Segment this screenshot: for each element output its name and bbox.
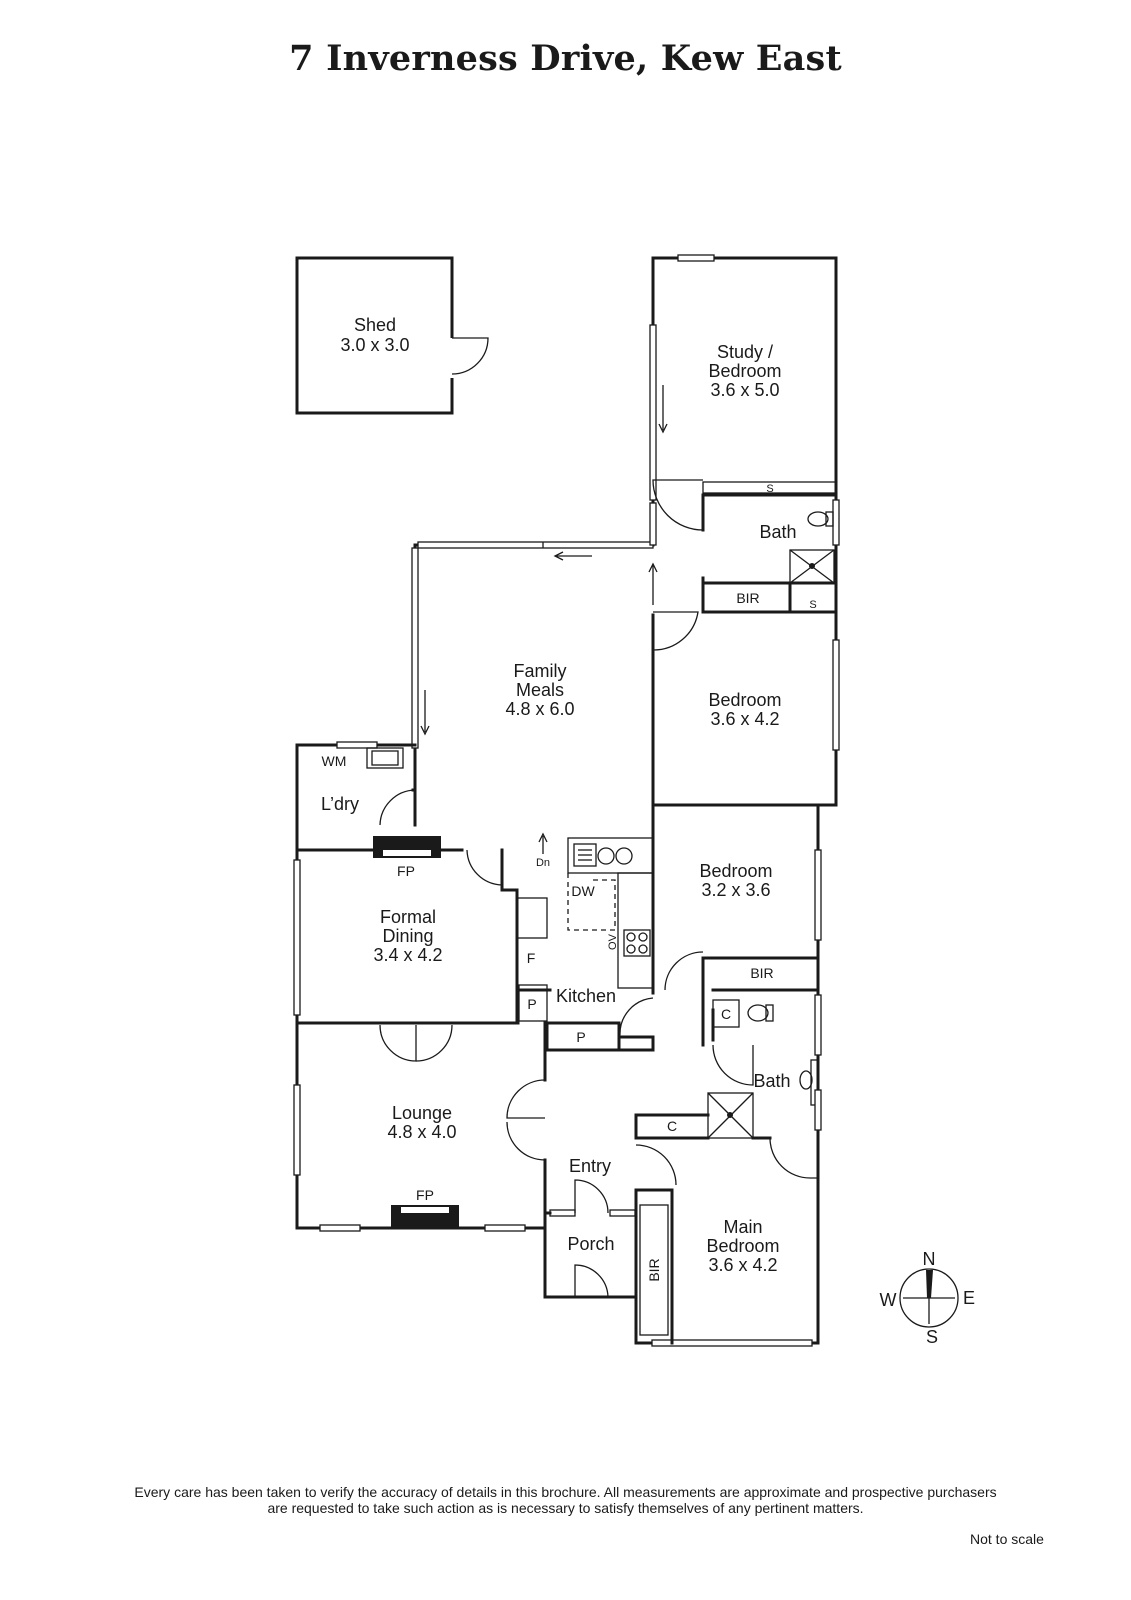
entry-label: Entry (569, 1156, 611, 1176)
shed (295, 256, 489, 415)
family-meals-walls (411, 502, 658, 754)
pantry-label: P (527, 996, 536, 1012)
family-size: 4.8 x 6.0 (505, 699, 574, 719)
entry-porch-walls: Entry Porch (543, 1144, 677, 1299)
closet-label: C (721, 1006, 731, 1022)
study-label-1: Study / (717, 342, 773, 362)
disclaimer-line-2: are requested to take such action as is … (267, 1500, 864, 1516)
lounge-label: Lounge (392, 1103, 452, 1123)
dining-label-1: Formal (380, 907, 436, 927)
kitchen-label: Kitchen (556, 986, 616, 1006)
study-size: 3.6 x 5.0 (710, 380, 779, 400)
family-label-2: Meals (516, 680, 564, 700)
bath-upper-label: Bath (759, 522, 796, 542)
upper-bath-area: S BIR S Bath (652, 479, 838, 651)
fp-lounge-label: FP (416, 1187, 434, 1203)
shelf-s2-label: S (809, 599, 816, 611)
laundry-walls: WM L’dry (295, 741, 417, 852)
fridge-label: F (527, 950, 536, 966)
bedroom-upper-label: Bedroom (708, 690, 781, 710)
bir-main-label: BIR (646, 1258, 662, 1281)
disclaimer: Every care has been taken to verify the … (0, 1484, 1131, 1516)
compass-s: S (926, 1327, 938, 1347)
lounge-walls: FP (293, 1021, 547, 1232)
compass-w: W (880, 1290, 897, 1310)
scale-note: Not to scale (970, 1531, 1044, 1547)
bedroom-mid-size: 3.2 x 3.6 (701, 880, 770, 900)
dn-label: Dn (536, 857, 550, 869)
kitchen-walls: DW OV F P P Kitchen Dn (515, 803, 655, 1052)
wm-label: WM (322, 753, 347, 769)
shelf-s1-label: S (766, 483, 773, 495)
main-bedroom-walls: BIR (634, 1133, 820, 1347)
page-title: 7 Inverness Drive, Kew East (289, 38, 842, 79)
study-label-2: Bedroom (708, 361, 781, 381)
bir-upper-label: BIR (736, 590, 759, 606)
dining-label-2: Dining (382, 926, 433, 946)
compass-e: E (963, 1288, 975, 1308)
bath-lower-walls: C Bath C (634, 988, 822, 1179)
bir-mid-label: BIR (750, 965, 773, 981)
compass-icon: N E S W (880, 1249, 976, 1347)
bath-lower-label: Bath (753, 1071, 790, 1091)
bedroom-mid-label: Bedroom (699, 861, 772, 881)
dw-label: DW (571, 883, 595, 899)
main-bedroom-label-1: Main (723, 1217, 762, 1237)
dining-size: 3.4 x 4.2 (373, 945, 442, 965)
family-label-1: Family (514, 661, 567, 681)
fp-dining-label: FP (397, 863, 415, 879)
disclaimer-line-1: Every care has been taken to verify the … (134, 1484, 997, 1500)
laundry-label: L’dry (321, 794, 359, 814)
room-labels: Shed 3.0 x 3.0 Study / Bedroom 3.6 x 5.0… (340, 315, 781, 1275)
main-bedroom-label-2: Bedroom (706, 1236, 779, 1256)
shed-label: Shed (354, 315, 396, 335)
bedroom-upper-size: 3.6 x 4.2 (710, 709, 779, 729)
main-bedroom-size: 3.6 x 4.2 (708, 1255, 777, 1275)
bedroom-mid-walls: BIR (664, 803, 822, 1137)
formal-dining-walls: FP (293, 836, 520, 1062)
ov-label: OV (607, 933, 619, 950)
compass-n: N (923, 1249, 936, 1269)
lounge-size: 4.8 x 4.0 (387, 1122, 456, 1142)
closet2-label: C (667, 1118, 677, 1134)
porch-label: Porch (567, 1234, 614, 1254)
pantry2-label: P (576, 1029, 585, 1045)
shed-size: 3.0 x 3.0 (340, 335, 409, 355)
